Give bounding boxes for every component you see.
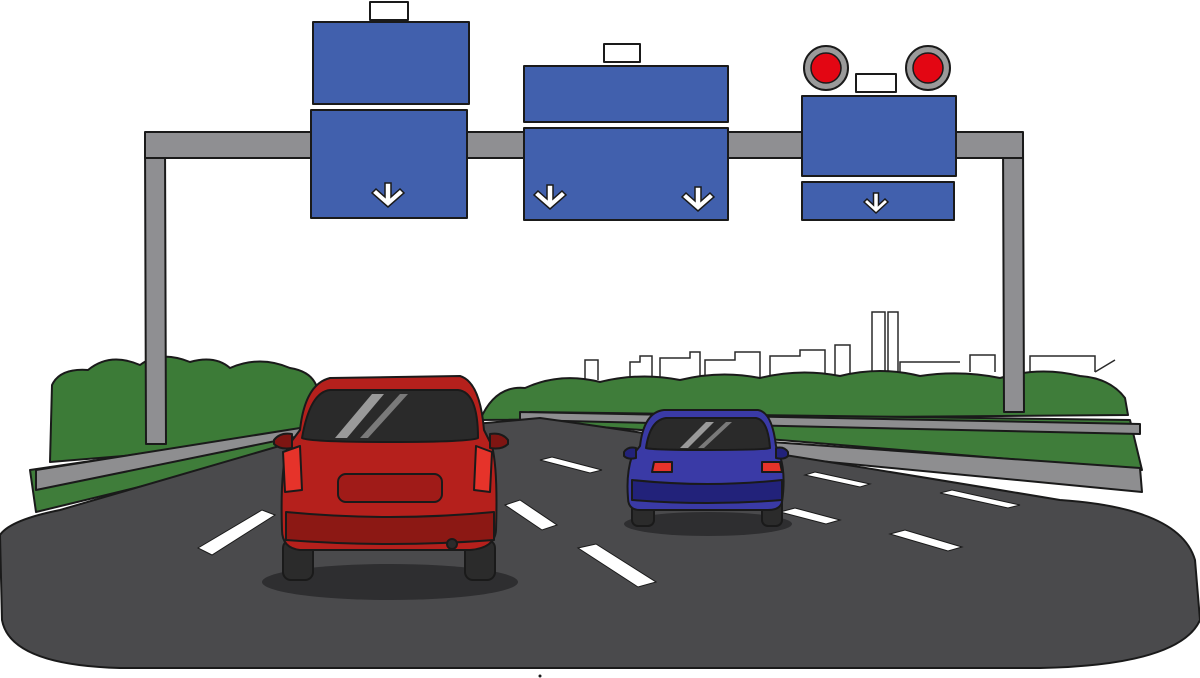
blue-car-shadow [624,512,792,536]
blue-hatchback [623,409,789,527]
red-car-shadow [262,564,518,600]
down-arrow-icon [862,192,890,215]
down-arrow-icon [680,186,716,212]
down-arrow-icon [532,184,568,210]
red-signal-icon [803,45,849,91]
left-sign [310,1,470,219]
lane-markings [196,456,1021,588]
ground-speck [538,674,542,678]
city-skyline [584,311,1116,380]
down-arrow-icon [370,182,406,208]
red-hatchback [273,375,509,581]
middle-sign [523,43,729,221]
right-treeline [479,370,1129,421]
right-sign [801,45,957,221]
red-signal-icon [905,45,951,91]
